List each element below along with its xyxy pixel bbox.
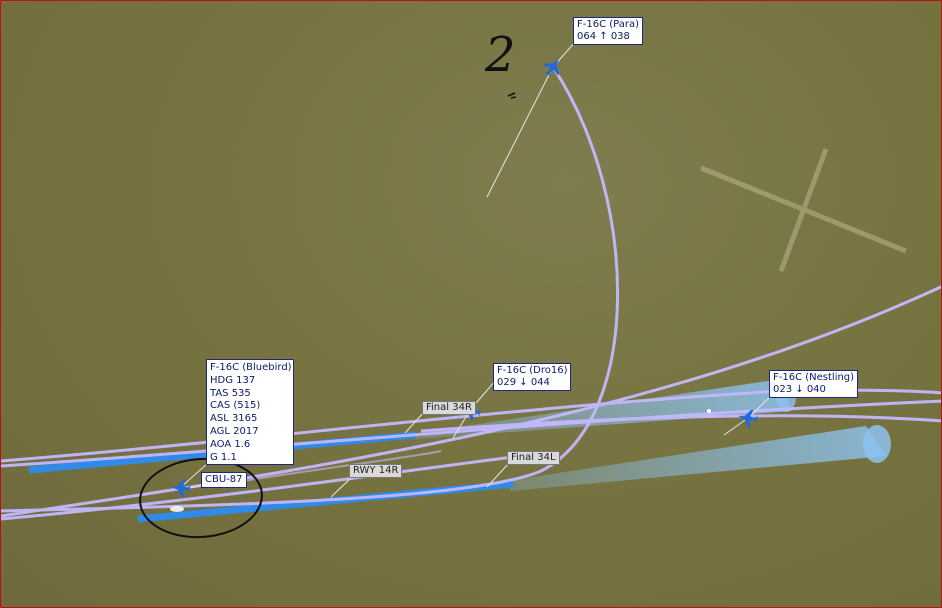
jet-icon [171,479,191,498]
label-bluebird-tas: TAS 535 [210,387,251,399]
label-bluebird-aoa: AOA 1.6 [210,438,251,450]
label-bluebird-agl: AGL 2017 [210,425,259,437]
label-weapon-name: CBU-87 [205,474,243,485]
label-dro16[interactable]: F-16C (Dro16) 029 ↓ 044 [493,363,572,391]
track-sweep [1,285,941,518]
label-para-title: F-16C (Para) [577,19,639,30]
track-nestling [420,414,941,433]
label-bluebird-title: F-16C (Bluebird) [210,362,292,373]
label-bluebird-cas: CAS (515) [210,400,261,412]
label-nestling-title: F-16C (Nestling) [773,372,855,383]
label-para[interactable]: F-16C (Para) 064 ↑ 038 [573,17,643,45]
jet-icon [543,58,560,77]
label-bluebird-hdg: HDG 137 [210,374,256,386]
tag-rwy-14r[interactable]: RWY 14R [349,464,403,478]
tag-final-34r[interactable]: Final 34R [422,401,476,415]
tag-final-34l[interactable]: Final 34L [507,451,560,465]
label-para-info: 064 ↑ 038 [577,31,630,42]
label-nestling[interactable]: F-16C (Nestling) 023 ↓ 040 [769,370,859,398]
track-low [1,454,522,521]
hand-drawn-circle [139,457,263,539]
label-dro16-info: 029 ↓ 044 [497,377,550,388]
track-para [1,66,620,513]
label-nestling-info: 023 ↓ 040 [773,384,826,395]
label-bluebird-g: G 1.1 [210,451,237,463]
handwritten-annotation: 2 [485,27,516,83]
bomb-icon [170,506,184,512]
label-dro16-title: F-16C (Dro16) [497,365,568,376]
jet-icon [738,409,758,428]
label-bluebird[interactable]: F-16C (Bluebird) HDG 137 TAS 535 CAS (51… [206,359,294,465]
label-weapon[interactable]: CBU-87 [201,472,247,488]
label-bluebird-asl: ASL 3165 [210,413,258,425]
track-dro16 [1,399,941,468]
approach-cone-34l [506,426,886,491]
track-bluebird [1,388,941,463]
terrain-runway-cross [700,148,907,272]
